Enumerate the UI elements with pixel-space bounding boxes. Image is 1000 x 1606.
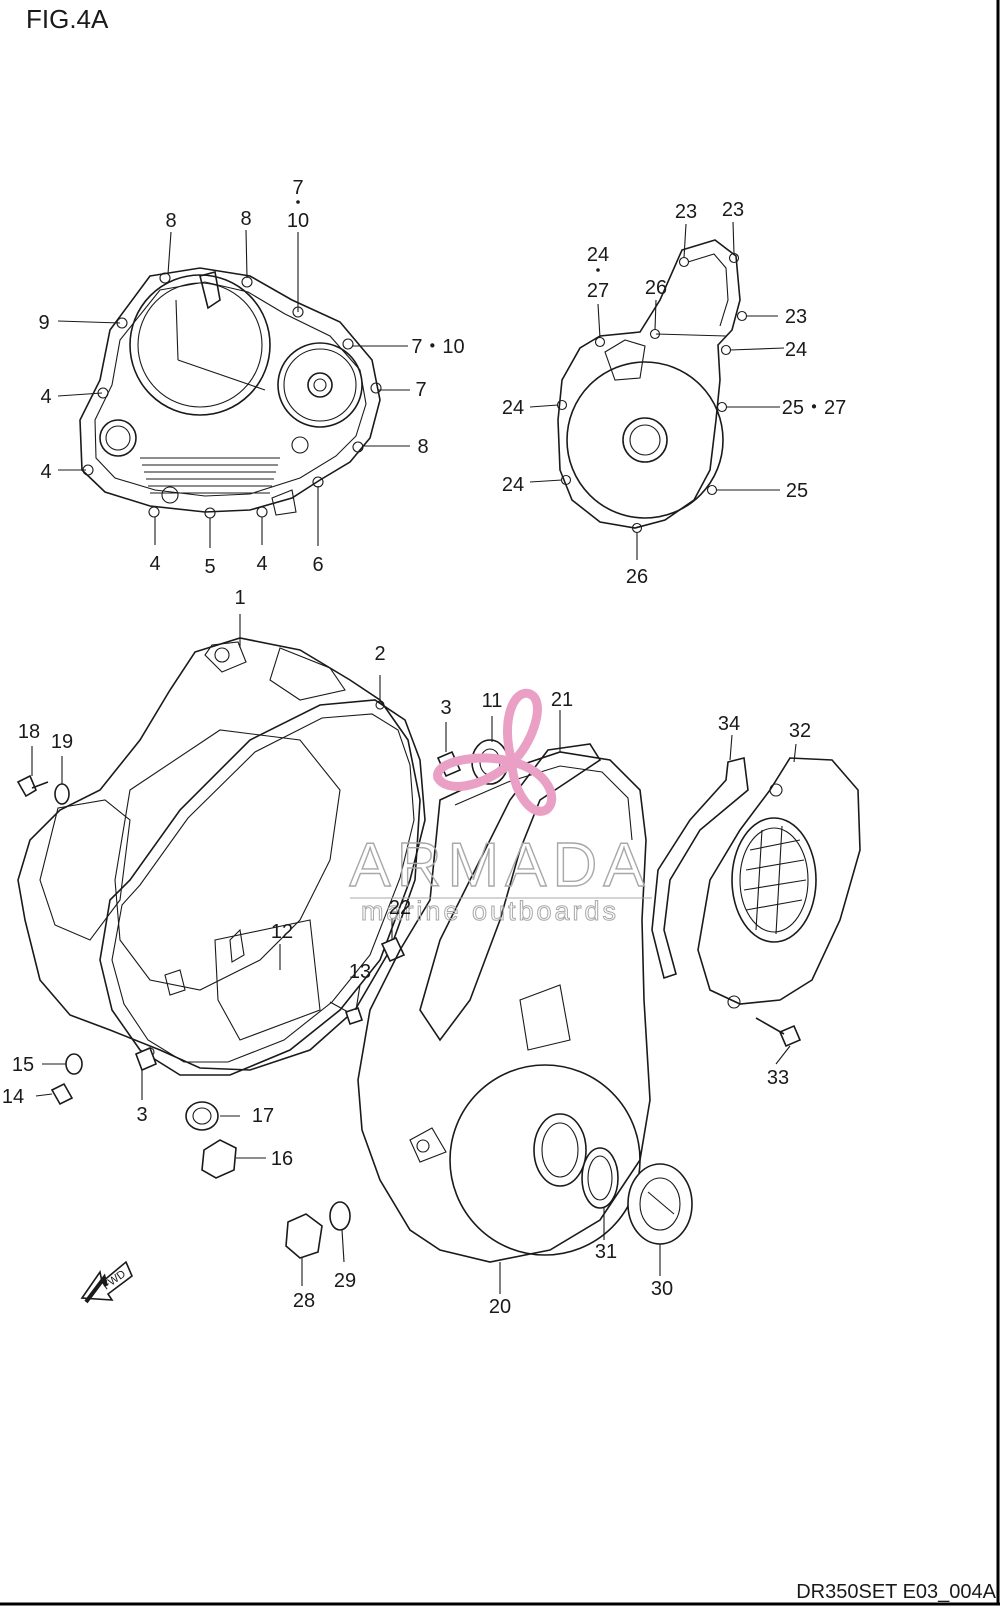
generator-cover-drawing — [357, 743, 693, 1263]
callout-33: 33 — [767, 1067, 789, 1089]
callout-26-top: 26 — [645, 277, 667, 299]
callout-17: 17 — [252, 1105, 274, 1127]
callout-21: 21 — [551, 689, 573, 711]
magneto-cover-drawing — [556, 239, 748, 534]
callout-25: 25 — [786, 480, 808, 502]
callout-22: 22 — [389, 897, 411, 919]
callout-23-left: 23 — [675, 201, 697, 223]
callout-23-side: 23 — [785, 306, 807, 328]
lower-leader-lines — [31, 614, 797, 1294]
callout-4-bottom-left: 4 — [149, 553, 160, 575]
armada-logo-mark — [433, 688, 557, 816]
diagram-reference-code: DR350SET E03_004A — [796, 1581, 996, 1603]
callout-2: 2 — [374, 643, 385, 665]
callout-14: 14 — [2, 1086, 24, 1108]
callout-20: 20 — [489, 1296, 511, 1318]
armada-watermark: ARMADA marine outboards — [349, 688, 652, 927]
callout-18: 18 — [18, 721, 40, 743]
callout-4-left-lower: 4 — [40, 461, 51, 483]
figure-title: FIG.4A — [26, 4, 109, 34]
callout-8-middle: 8 — [240, 208, 251, 230]
watermark-tagline: marine outboards — [361, 896, 619, 926]
callout-25-27: 25・27 — [782, 397, 847, 419]
callout-31: 31 — [595, 1241, 617, 1263]
watermark-brand: ARMADA — [349, 831, 650, 900]
callout-24-right: 24 — [785, 339, 807, 361]
callout-24-top: 24 — [587, 244, 609, 266]
callout-23-right: 23 — [722, 199, 744, 221]
callout-3-lower: 3 — [136, 1104, 147, 1126]
callout-26-bottom: 26 — [626, 566, 648, 588]
callout-9: 9 — [38, 312, 49, 334]
clutch-cover-leader-lines — [57, 200, 410, 548]
callout-28: 28 — [293, 1290, 315, 1312]
callout-7-right: 7 — [415, 379, 426, 401]
callout-32: 32 — [789, 720, 811, 742]
callout-12: 12 — [271, 921, 293, 943]
callout-16: 16 — [271, 1148, 293, 1170]
callout-24-left-upper: 24 — [502, 397, 524, 419]
callout-15: 15 — [12, 1054, 34, 1076]
callout-7-10-right: 7・10 — [411, 336, 464, 358]
callout-13: 13 — [349, 961, 371, 983]
magneto-cover-leader-lines — [529, 221, 785, 560]
callout-11: 11 — [482, 690, 503, 712]
clutch-cover-drawing — [79, 267, 382, 519]
callout-27-top: 27 — [587, 280, 609, 302]
callout-4-left-upper: 4 — [40, 386, 51, 408]
callout-6: 6 — [312, 554, 323, 576]
callout-3-upper: 3 — [440, 697, 451, 719]
callout-29: 29 — [334, 1270, 356, 1292]
callout-7-top: 7 — [292, 177, 303, 199]
part-callouts: 7 10 8 8 9 7・10 4 7 4 8 4 5 4 6 23 23 24… — [2, 177, 846, 1318]
callout-1: 1 — [234, 587, 245, 609]
callout-24-left-lower: 24 — [502, 474, 524, 496]
fwd-direction-arrow: FWD — [80, 1260, 133, 1304]
callout-34: 34 — [718, 713, 740, 735]
small-parts-drawing — [16, 739, 509, 1259]
callout-30: 30 — [651, 1278, 673, 1300]
callout-8-right: 8 — [417, 436, 428, 458]
callout-5: 5 — [204, 556, 215, 578]
callout-19: 19 — [51, 731, 73, 753]
callout-8-left: 8 — [165, 210, 176, 232]
side-cover-drawing — [651, 757, 861, 1048]
callout-10-top: 10 — [287, 210, 309, 232]
callout-4-bottom-right: 4 — [256, 553, 267, 575]
